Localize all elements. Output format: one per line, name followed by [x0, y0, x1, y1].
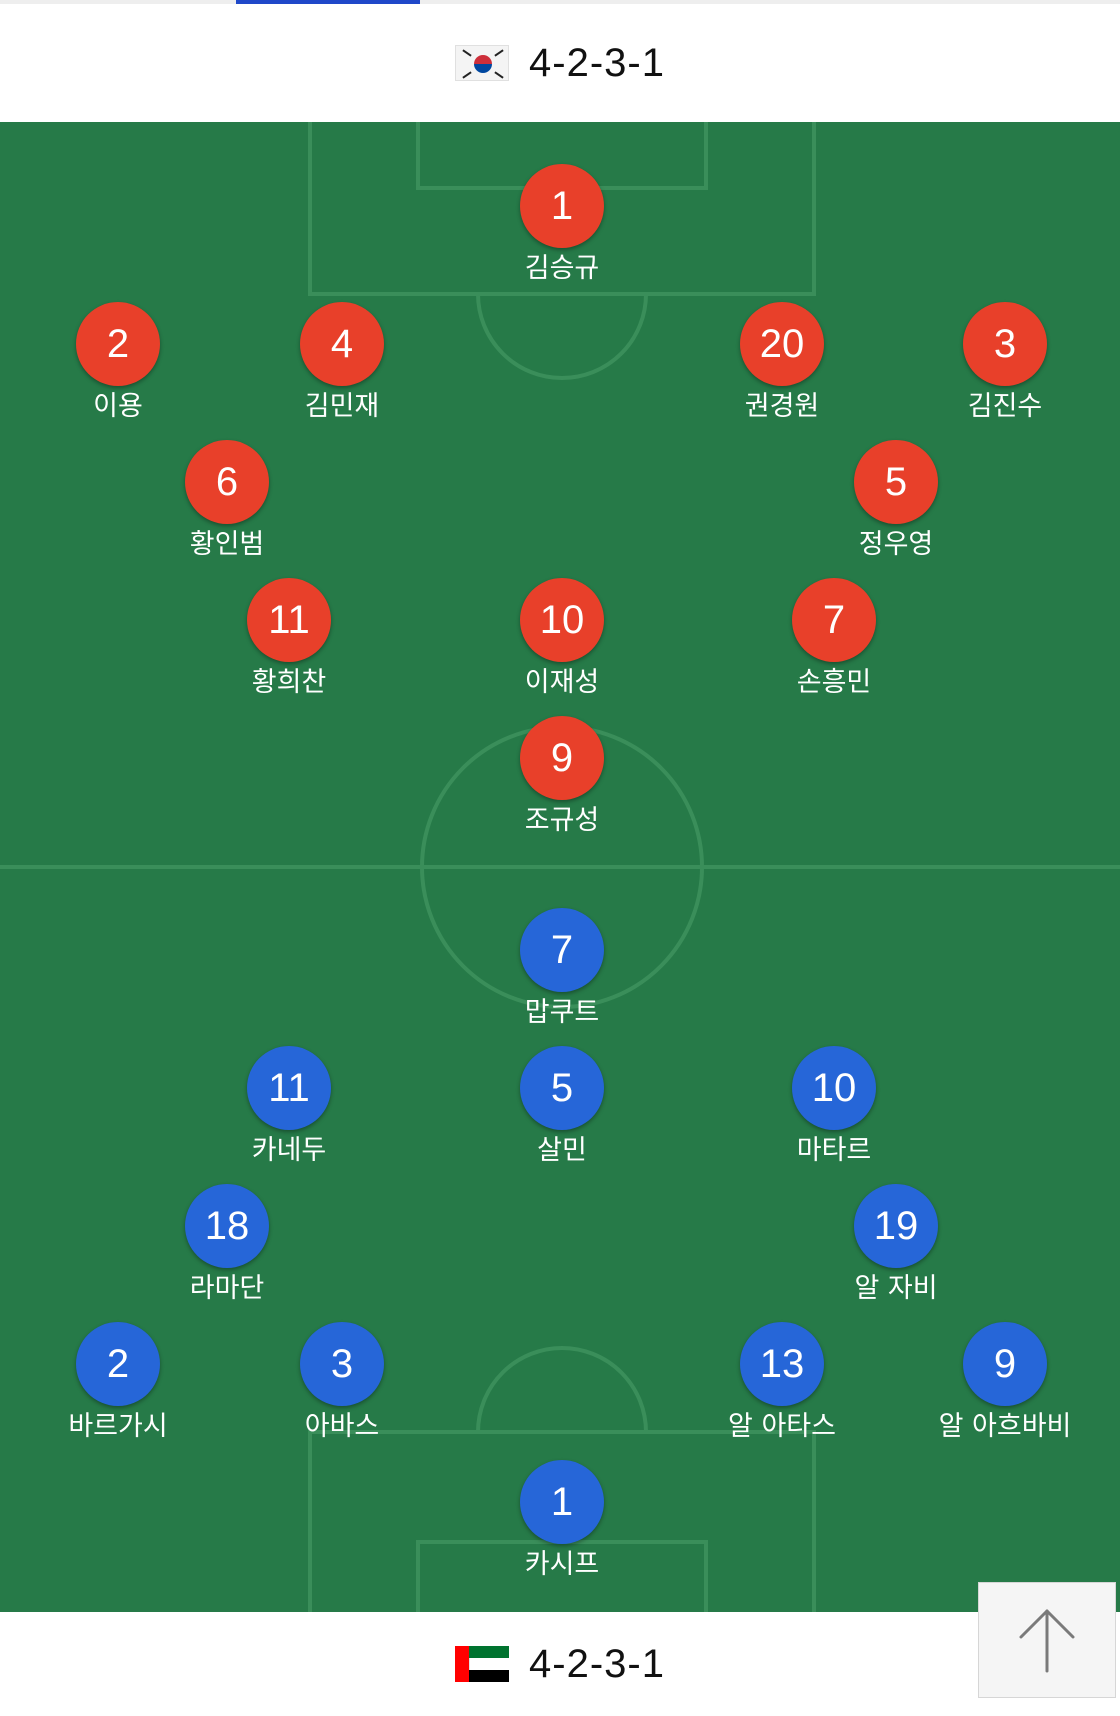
away-player-18[interactable]: 18 라마단: [147, 1184, 307, 1306]
home-player-11[interactable]: 11 황희찬: [209, 578, 369, 700]
player-number-badge: 3: [300, 1322, 384, 1406]
away-player-9[interactable]: 9 알 아흐바비: [925, 1322, 1085, 1444]
home-player-4[interactable]: 4 김민재: [262, 302, 422, 424]
player-name: 아바스: [304, 1411, 380, 1442]
player-name: 조규성: [524, 805, 600, 836]
player-number-badge: 10: [792, 1046, 876, 1130]
player-number-badge: 10: [520, 578, 604, 662]
home-player-2[interactable]: 2 이용: [38, 302, 198, 424]
player-number-badge: 1: [520, 164, 604, 248]
player-number-badge: 7: [792, 578, 876, 662]
player-number-badge: 2: [76, 1322, 160, 1406]
away-player-11[interactable]: 11 카네두: [209, 1046, 369, 1168]
player-name: 알 아타스: [728, 1411, 836, 1442]
player-name: 이용: [93, 391, 143, 422]
player-number-badge: 11: [247, 1046, 331, 1130]
away-team-header: 4-2-3-1: [0, 1612, 1120, 1716]
player-name: 손흥민: [796, 667, 872, 698]
player-name: 이재성: [524, 667, 600, 698]
south-korea-flag-icon: [455, 45, 510, 81]
player-name: 알 아흐바비: [938, 1411, 1072, 1442]
away-player-10[interactable]: 10 마타르: [754, 1046, 914, 1168]
player-number-badge: 7: [520, 908, 604, 992]
home-team-header: 4-2-3-1: [0, 4, 1120, 122]
scroll-to-top-button[interactable]: [978, 1582, 1116, 1698]
away-player-19[interactable]: 19 알 자비: [816, 1184, 976, 1306]
player-name: 권경원: [744, 391, 820, 422]
top-tab-strip: [0, 0, 1120, 4]
player-number-badge: 13: [740, 1322, 824, 1406]
away-player-7[interactable]: 7 맙쿠트: [482, 908, 642, 1030]
home-player-20[interactable]: 20 권경원: [702, 302, 862, 424]
player-name: 바르가시: [68, 1411, 168, 1442]
player-name: 카시프: [524, 1549, 600, 1580]
player-name: 알 자비: [854, 1273, 938, 1304]
player-name: 김승규: [524, 253, 600, 284]
player-number-badge: 5: [854, 440, 938, 524]
away-player-3[interactable]: 3 아바스: [262, 1322, 422, 1444]
home-player-5[interactable]: 5 정우영: [816, 440, 976, 562]
player-name: 정우영: [858, 529, 934, 560]
player-number-badge: 9: [963, 1322, 1047, 1406]
away-player-13[interactable]: 13 알 아타스: [702, 1322, 862, 1444]
away-formation: 4-2-3-1: [529, 1641, 665, 1686]
home-formation: 4-2-3-1: [529, 40, 665, 85]
player-number-badge: 19: [854, 1184, 938, 1268]
player-name: 김민재: [304, 391, 380, 422]
away-player-1[interactable]: 1 카시프: [482, 1460, 642, 1582]
player-name: 황인범: [189, 529, 265, 560]
arrow-up-icon: [1019, 1609, 1075, 1673]
active-tab-indicator: [236, 0, 420, 4]
player-number-badge: 3: [963, 302, 1047, 386]
home-player-1[interactable]: 1 김승규: [482, 164, 642, 286]
player-name: 맙쿠트: [524, 997, 600, 1028]
away-player-5[interactable]: 5 살민: [482, 1046, 642, 1168]
pitch: 1 김승규 2 이용 4 김민재 20 권경원 3 김진수 6 황인범 5 정우…: [0, 122, 1120, 1612]
away-player-2[interactable]: 2 바르가시: [38, 1322, 198, 1444]
player-number-badge: 2: [76, 302, 160, 386]
home-player-10[interactable]: 10 이재성: [482, 578, 642, 700]
player-number-badge: 9: [520, 716, 604, 800]
player-name: 살민: [537, 1135, 587, 1166]
home-player-6[interactable]: 6 황인범: [147, 440, 307, 562]
home-player-9[interactable]: 9 조규성: [482, 716, 642, 838]
player-name: 김진수: [967, 391, 1043, 422]
player-name: 황희찬: [251, 667, 327, 698]
player-number-badge: 20: [740, 302, 824, 386]
player-name: 라마단: [189, 1273, 265, 1304]
player-number-badge: 5: [520, 1046, 604, 1130]
player-number-badge: 11: [247, 578, 331, 662]
home-player-3[interactable]: 3 김진수: [925, 302, 1085, 424]
player-name: 카네두: [251, 1135, 327, 1166]
player-number-badge: 18: [185, 1184, 269, 1268]
player-number-badge: 1: [520, 1460, 604, 1544]
uae-flag-icon: [455, 1646, 510, 1682]
home-player-7[interactable]: 7 손흥민: [754, 578, 914, 700]
player-number-badge: 6: [185, 440, 269, 524]
player-number-badge: 4: [300, 302, 384, 386]
player-name: 마타르: [796, 1135, 872, 1166]
